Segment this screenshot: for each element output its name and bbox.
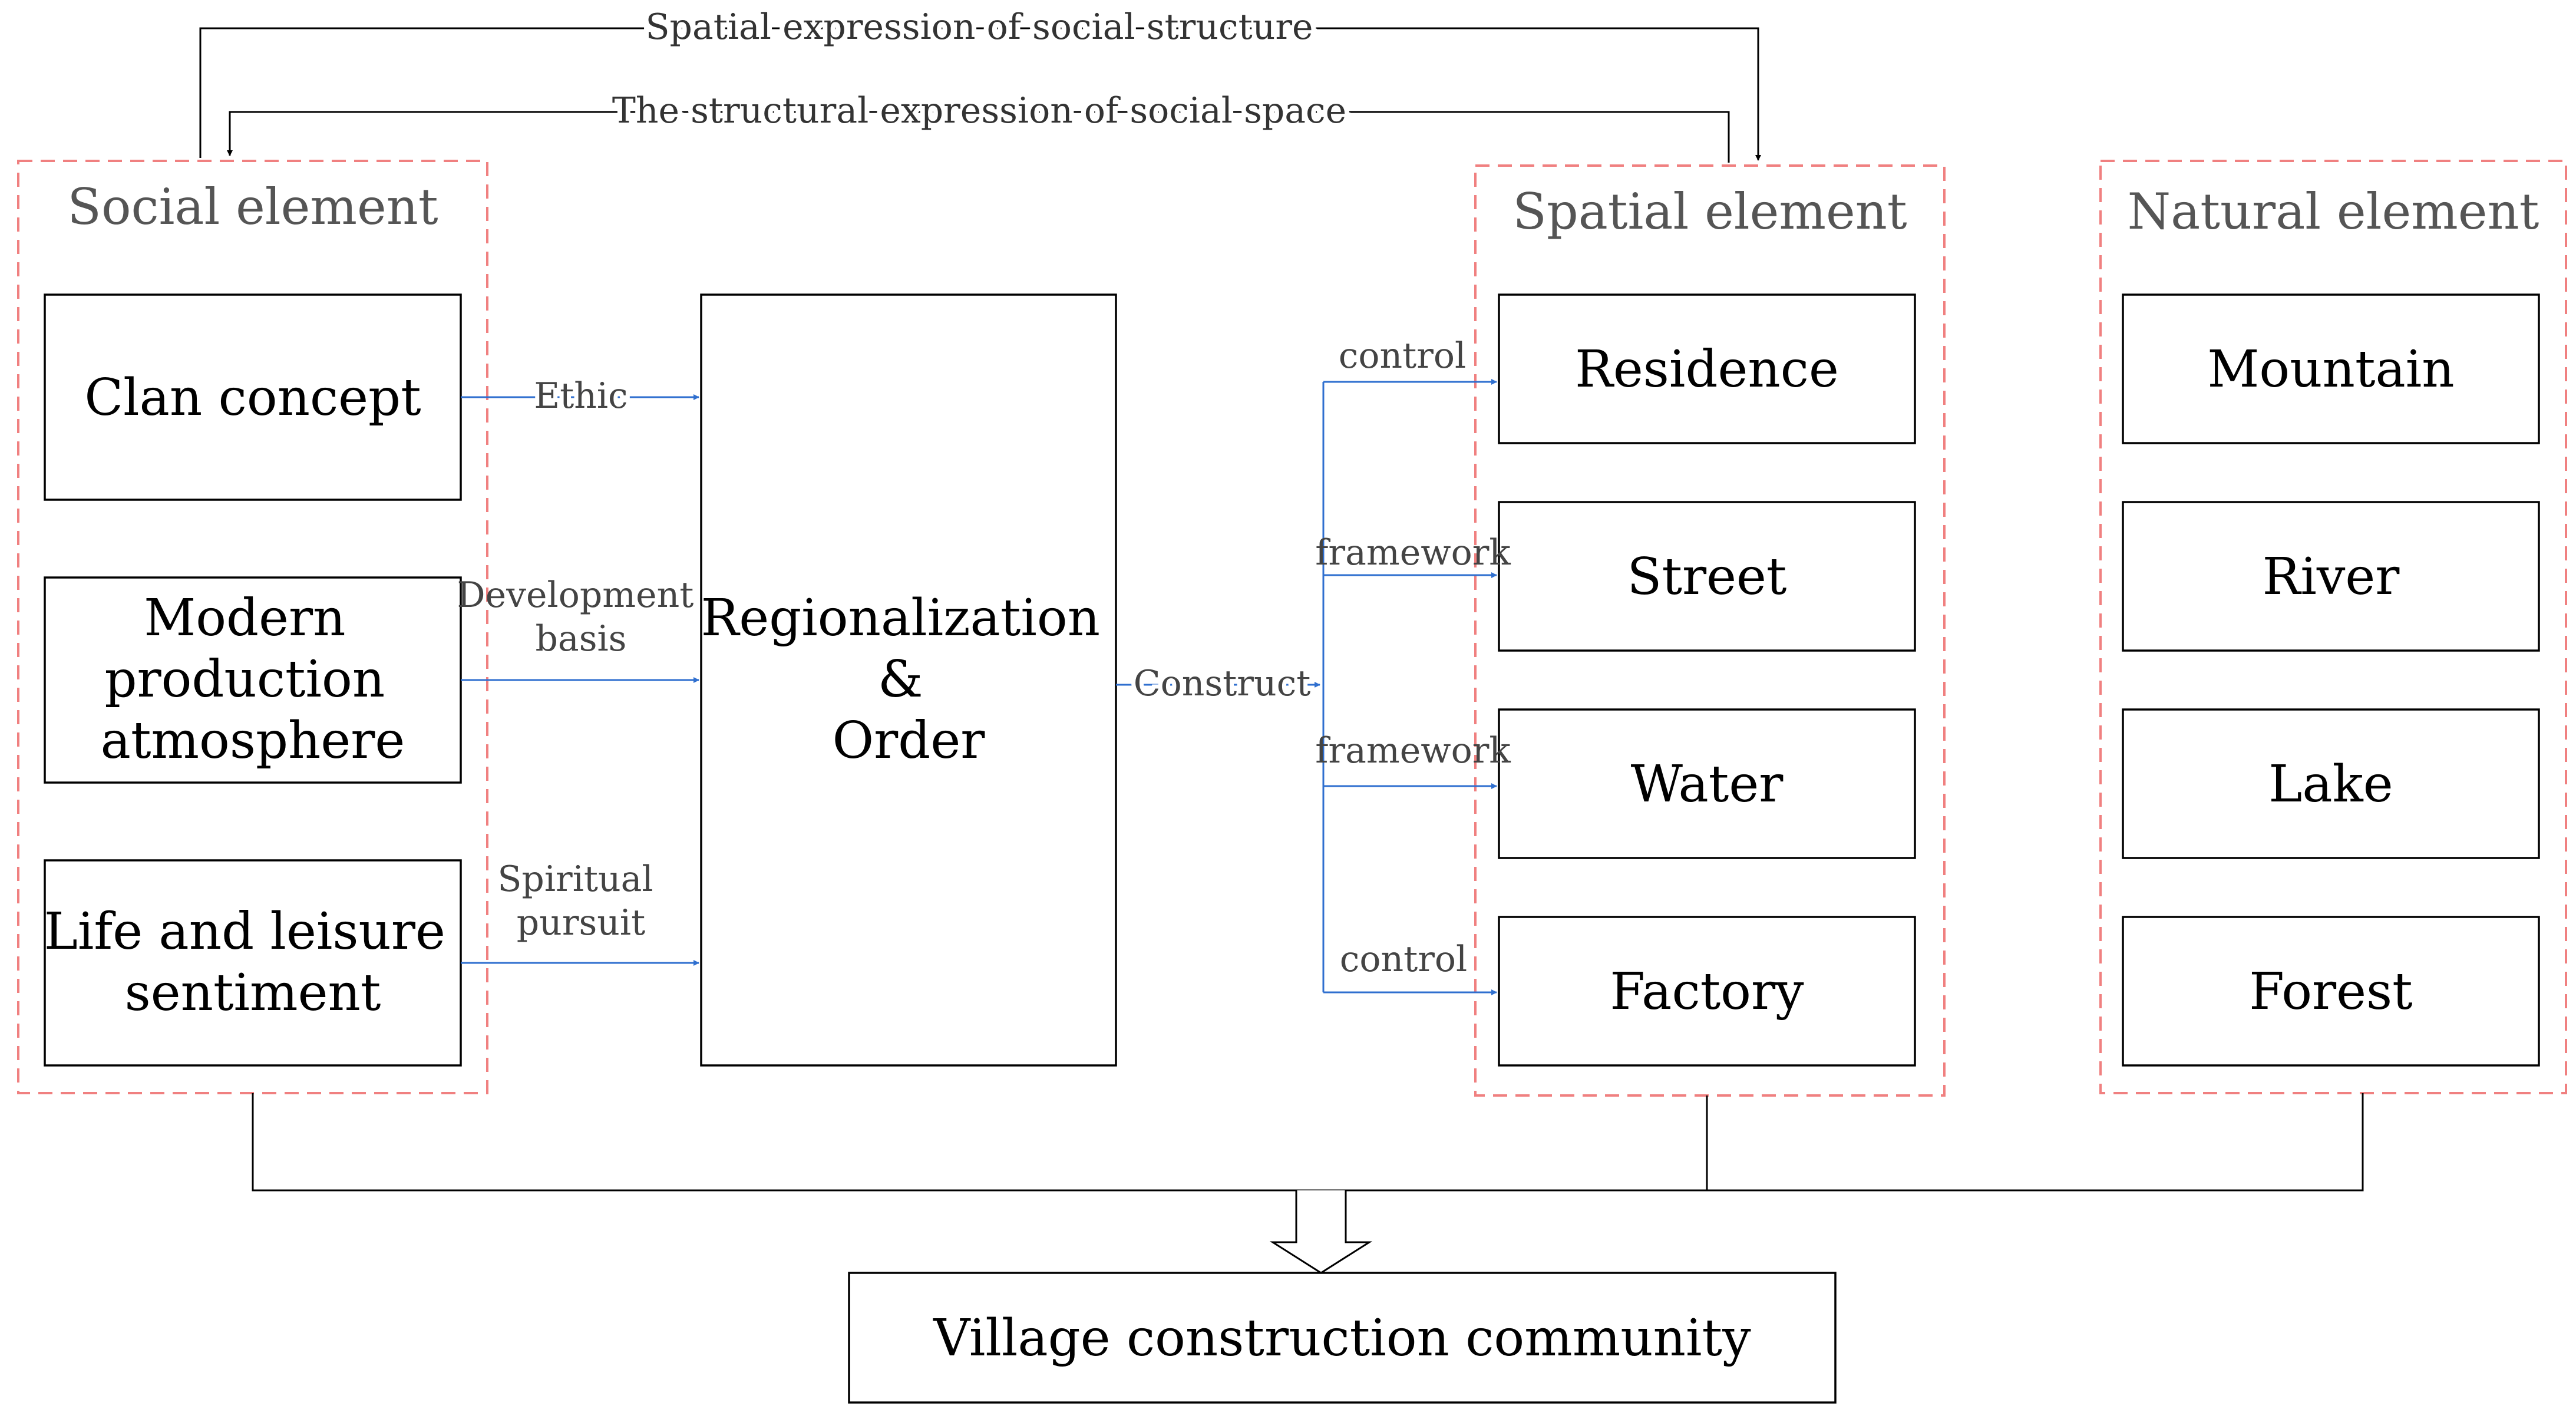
- structural-expression-label: The structural expression of social spac…: [612, 90, 1346, 131]
- street-label: Street: [1627, 547, 1787, 606]
- water-label: Water: [1631, 755, 1784, 814]
- modern-production-line-3: atmosphere: [101, 711, 405, 770]
- lake-box: Lake: [2122, 708, 2540, 859]
- water-box: Water: [1498, 708, 1916, 859]
- modern-production-line-2: production: [104, 650, 385, 709]
- river-box: River: [2122, 501, 2540, 652]
- river-label: River: [2263, 547, 2400, 606]
- residence-box: Residence: [1498, 293, 1916, 444]
- spatial-group-title: Spatial element: [1512, 183, 1907, 240]
- structural-expression-loop: [227, 111, 1730, 163]
- center-line-1: Regionalization: [701, 589, 1100, 648]
- forest-box: Forest: [2122, 916, 2540, 1067]
- svg-text:Life and leisure sentime: Life and leisure sentiment: [44, 902, 462, 1022]
- factory-label: Factory: [1610, 962, 1804, 1021]
- mountain-box: Mountain: [2122, 293, 2540, 444]
- bottom-collector-line: [252, 1093, 2364, 1192]
- street-edge-label: framework: [1315, 532, 1511, 573]
- natural-group-title: Natural element: [2128, 183, 2539, 240]
- spiritual-pursuit-line-2: pursuit: [517, 902, 645, 943]
- spiritual-pursuit-line-1: Spiritual: [497, 859, 653, 900]
- social-group-title: Social element: [67, 178, 438, 236]
- development-basis-line-2: basis: [536, 618, 627, 659]
- factory-edge-label: control: [1340, 939, 1467, 980]
- residence-label: Residence: [1575, 340, 1839, 399]
- life-leisure-line-1: Life and leisure: [44, 902, 445, 961]
- clan-concept-label: Clan concept: [84, 368, 421, 427]
- spatial-expression-label: Spatial expression of social structure: [645, 6, 1313, 48]
- mountain-label: Mountain: [2207, 340, 2454, 399]
- down-block-arrow: [1269, 1190, 1373, 1274]
- village-community-label: Village construction community: [933, 1309, 1751, 1368]
- ethic-label: Ethic: [534, 375, 628, 417]
- svg-text:Development basis: Development basis: [457, 575, 705, 659]
- modern-production-line-1: Modern: [144, 589, 345, 648]
- regionalization-order-box: Regionalization & Order: [700, 293, 1117, 1067]
- clan-concept-box: Clan concept: [44, 293, 462, 501]
- village-community-box: Village construction community: [848, 1272, 1837, 1404]
- svg-text:Regionalization &: Regionalization & Order: [701, 589, 1117, 770]
- water-edge-label: framework: [1315, 730, 1511, 771]
- spatial-group-frame: [1474, 164, 1946, 1097]
- development-basis-line-1: Development: [457, 575, 694, 616]
- center-line-2: &: [878, 650, 923, 709]
- life-leisure-line-2: sentiment: [125, 963, 381, 1022]
- natural-group-frame: [2099, 160, 2567, 1094]
- center-line-3: Order: [833, 711, 986, 770]
- modern-production-box: Modern production atmosphere: [44, 576, 462, 784]
- residence-edge-label: control: [1339, 335, 1466, 377]
- construct-label: Construct: [1134, 663, 1311, 704]
- factory-box: Factory: [1498, 916, 1916, 1067]
- life-leisure-box: Life and leisure sentiment: [44, 859, 462, 1067]
- spatial-expression-loop: [199, 27, 1761, 161]
- svg-text:Spiritual pursuit: Spiritual pursuit: [497, 859, 664, 943]
- forest-label: Forest: [2249, 962, 2412, 1021]
- lake-label: Lake: [2268, 755, 2393, 814]
- street-box: Street: [1498, 501, 1916, 652]
- svg-text:Modern production: Modern production atmosphere: [101, 589, 405, 770]
